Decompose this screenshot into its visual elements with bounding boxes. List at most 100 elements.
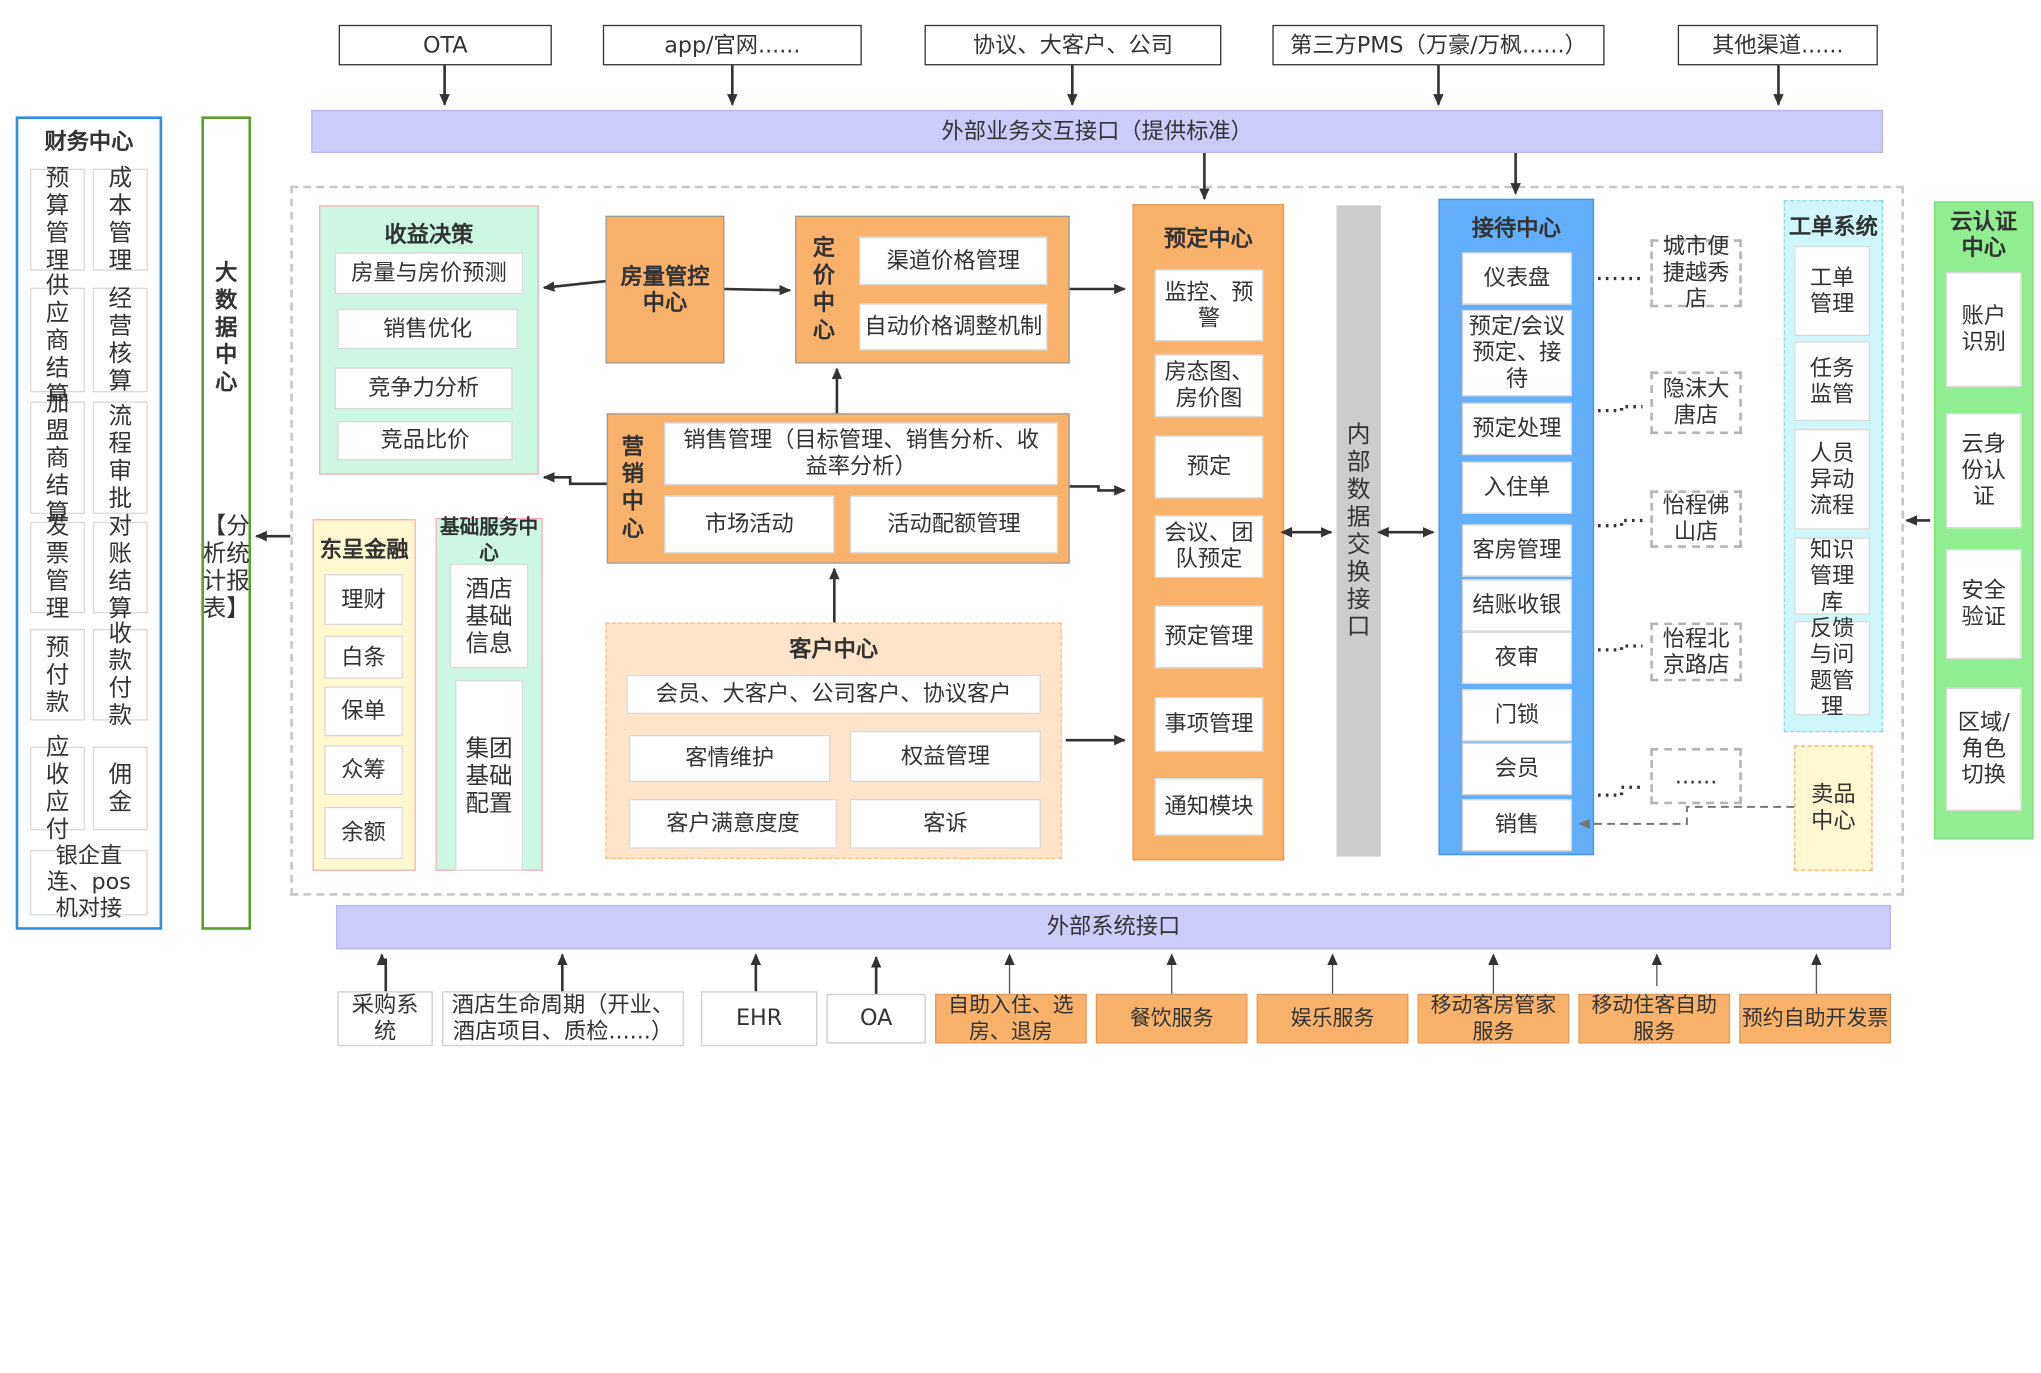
marketing-center-title: 营销中心 — [607, 413, 659, 563]
booking-item-room-chart: 房态图、房价图 — [1154, 354, 1264, 418]
system-mobile-guest-self-service: 移动住客自助服务 — [1578, 992, 1731, 1044]
work-order-item-feedback: 反馈与问题管理 — [1794, 616, 1871, 721]
system-label: 移动住客自助服务 — [1591, 992, 1718, 1044]
marketing-item-market-activity: 市场活动 — [664, 495, 835, 554]
system-self-checkin: 自助入住、选房、退房 — [935, 993, 1087, 1044]
booking-item-booking-management: 预定管理 — [1154, 605, 1264, 669]
revenue-item-competitiveness: 竞争力分析 — [334, 367, 513, 410]
system-label: 预约自助开发票 — [1741, 1005, 1889, 1031]
revenue-item-label: 竞品比价 — [380, 427, 470, 454]
pricing-item-channel-price: 渠道价格管理 — [859, 236, 1048, 286]
finance-product-insurance: 保单 — [324, 686, 403, 737]
external-system-interface: 外部系统接口 — [336, 904, 1891, 950]
channel-label: 协议、大客户、公司 — [972, 32, 1174, 59]
reception-item-label: 会员 — [1494, 755, 1540, 783]
work-order-item-management: 工单管理 — [1794, 245, 1871, 337]
marketing-item-label: 活动配额管理 — [887, 511, 1021, 538]
booking-item-label: 会议、团队预定 — [1164, 520, 1254, 573]
system-label: 移动客房管家服务 — [1430, 992, 1557, 1044]
finance-product-label: 余额 — [341, 819, 386, 847]
base-service-item-label: 集团基础配置 — [465, 734, 513, 817]
internal-data-exchange-interface: 内部数据交换接口 — [1336, 205, 1381, 857]
pricing-center-title: 定价中心 — [795, 216, 853, 364]
channel-agreement: 协议、大客户、公司 — [924, 24, 1222, 66]
revenue-item-label: 销售优化 — [383, 315, 473, 342]
reception-item-night-audit: 夜审 — [1462, 631, 1572, 684]
marketing-item-activity-quota: 活动配额管理 — [850, 495, 1058, 554]
work-order-item-label: 反馈与问题管理 — [1809, 615, 1855, 721]
revenue-decision-title: 收益决策 — [319, 221, 539, 250]
system-label: 酒店生命周期（开业、酒店项目、质检......） — [451, 992, 675, 1045]
system-self-invoice: 预约自助开发票 — [1739, 993, 1891, 1044]
customer-center-title: 客户中心 — [605, 636, 1061, 665]
core-system-frame — [290, 185, 1905, 896]
customer-item-label: 客情维护 — [685, 745, 775, 772]
hotel-label: 城市便捷越秀店 — [1662, 234, 1730, 313]
cloud-auth-title: 云认证中心 — [1934, 209, 2033, 261]
finance-item-process-approval: 流程审批 — [92, 401, 148, 514]
customer-item-types: 会员、大客户、公司客户、协议客户 — [626, 674, 1041, 715]
finance-item-bank-pos: 银企直连、pos机对接 — [30, 843, 148, 922]
finance-product-credit: 白条 — [324, 635, 403, 679]
cloud-auth-item-identity: 云身份认证 — [1945, 413, 2022, 529]
pricing-item-auto-adjust: 自动价格调整机制 — [859, 303, 1048, 351]
system-label: 娱乐服务 — [1290, 1005, 1375, 1031]
work-order-item-personnel-change: 人员异动流程 — [1794, 428, 1871, 530]
booking-center-title: 预定中心 — [1132, 225, 1284, 254]
finance-item-label: 加盟商结算 — [45, 389, 70, 527]
cloud-auth-item-role-switch: 区域/角色切换 — [1945, 687, 2022, 811]
hotel-label: 怡程佛山店 — [1662, 493, 1730, 546]
reception-item-checkin: 入住单 — [1462, 461, 1572, 514]
reception-item-label: 销售 — [1494, 812, 1540, 839]
booking-item-reserve: 预定 — [1154, 435, 1264, 499]
customer-item-relationship: 客情维护 — [629, 734, 831, 783]
system-oa: OA — [826, 993, 926, 1044]
base-service-title-text: 基础服务中心 — [440, 515, 539, 565]
finance-item-reconciliation: 对账结算 — [92, 513, 148, 622]
finance-title-text: 财务中心 — [44, 129, 134, 156]
system-label: 采购系统 — [351, 992, 419, 1045]
finance-product-wealth: 理财 — [324, 574, 403, 626]
reception-item-checkout: 结账收银 — [1462, 579, 1572, 632]
booking-item-notification: 通知模块 — [1154, 778, 1264, 836]
base-service-hotel-info: 酒店基础信息 — [449, 563, 529, 669]
finance-item-label: 应收应付 — [45, 733, 70, 844]
work-order-title: 工单系统 — [1784, 213, 1883, 242]
revenue-title-text: 收益决策 — [384, 222, 474, 249]
customer-item-label: 权益管理 — [901, 743, 990, 770]
hotel-label: 怡程北京路店 — [1662, 625, 1730, 679]
reception-item-label: 预定处理 — [1472, 415, 1562, 443]
channel-label: 其他渠道...... — [1712, 32, 1844, 59]
finance-product-crowdfunding: 众筹 — [324, 745, 403, 796]
cloud-auth-item-label: 安全验证 — [1961, 578, 2007, 631]
finance-product-balance: 余额 — [324, 806, 403, 860]
reception-item-label: 客房管理 — [1472, 537, 1562, 564]
cloud-auth-item-label: 区域/角色切换 — [1957, 710, 2010, 789]
goods-center-label: 卖品中心 — [1811, 782, 1856, 835]
hotel-yinmo-datang: 隐沫大唐店 — [1650, 371, 1742, 435]
marketing-item-label: 销售管理（目标管理、销售分析、收益率分析） — [683, 427, 1039, 480]
cloud-auth-item-label: 账户识别 — [1961, 303, 2007, 356]
finance-item-label: 收款付款 — [108, 619, 133, 730]
customer-item-label: 客诉 — [923, 810, 968, 837]
reception-title-text: 接待中心 — [1471, 215, 1561, 242]
finance-product-label: 众筹 — [341, 757, 386, 784]
bigdata-center-subtitle: 【分析统计报表】 — [201, 479, 251, 657]
cloud-auth-item-security: 安全验证 — [1945, 549, 2022, 660]
channel-other: 其他渠道...... — [1677, 24, 1878, 66]
marketing-item-sales-management: 销售管理（目标管理、销售分析、收益率分析） — [664, 422, 1058, 486]
customer-item-label: 会员、大客户、公司客户、协议客户 — [655, 681, 1012, 708]
channel-third-party-pms: 第三方PMS（万豪/万枫......） — [1272, 24, 1605, 66]
customer-item-label: 客户满意度度 — [666, 810, 800, 837]
reception-item-dashboard: 仪表盘 — [1462, 252, 1572, 305]
goods-center: 卖品中心 — [1794, 745, 1873, 871]
reception-item-booking-process: 预定处理 — [1462, 402, 1572, 456]
customer-title-text: 客户中心 — [789, 636, 879, 664]
finance-item-collection-payment: 收款付款 — [92, 620, 148, 730]
channel-label: OTA — [422, 32, 468, 59]
reception-item-door-lock: 门锁 — [1462, 689, 1572, 742]
room-control-title-text: 房量管控中心 — [620, 263, 710, 316]
customer-item-satisfaction: 客户满意度度 — [629, 799, 837, 849]
reception-item-label: 预定/会议预定、接待 — [1468, 313, 1566, 393]
hotel-yicheng-foshan: 怡程佛山店 — [1650, 490, 1742, 548]
